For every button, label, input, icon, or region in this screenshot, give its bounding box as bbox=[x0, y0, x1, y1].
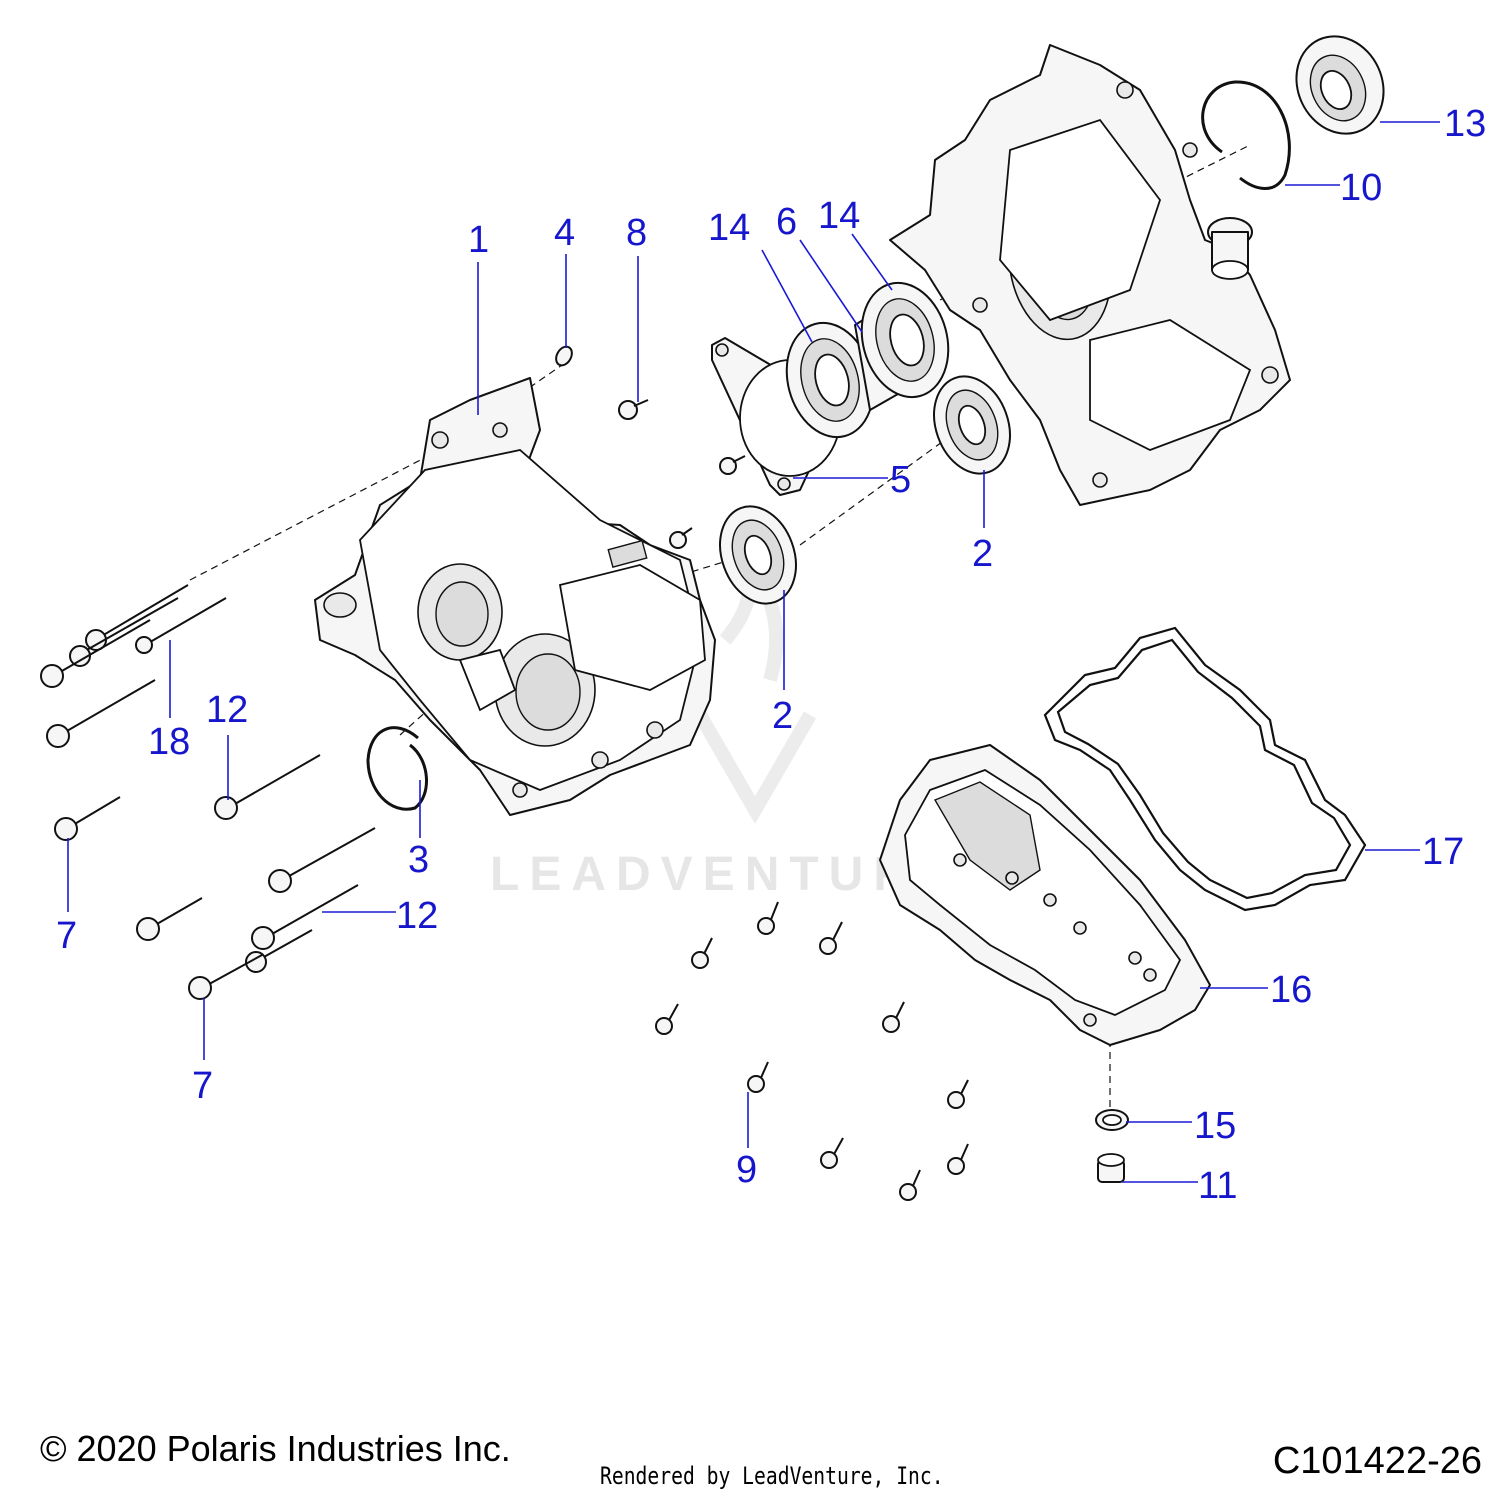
callout-2-upper: 2 bbox=[972, 533, 993, 575]
crankcase-left-half bbox=[314, 377, 716, 816]
oil-pan bbox=[879, 744, 1211, 1046]
figure-id: C101422-26 bbox=[1272, 1440, 1482, 1482]
bearing-assembly bbox=[785, 281, 950, 439]
rendered-by-credit: Rendered by LeadVenture, Inc. bbox=[600, 1462, 944, 1490]
callout-17: 17 bbox=[1422, 831, 1464, 873]
callout-7-upper: 7 bbox=[56, 915, 77, 957]
crankcase-right-half bbox=[889, 44, 1291, 506]
ball-bearing-upper bbox=[933, 375, 1011, 475]
callout-16: 16 bbox=[1270, 969, 1312, 1011]
callout-labels: 1 4 8 14 6 14 13 10 5 2 2 18 12 3 7 12 7… bbox=[56, 103, 1486, 1207]
pan-bolt bbox=[947, 1143, 969, 1175]
stud-part-18 bbox=[135, 597, 227, 654]
snap-ring-upper bbox=[1201, 80, 1291, 190]
callout-14-right: 14 bbox=[818, 195, 860, 237]
callout-13: 13 bbox=[1444, 103, 1486, 145]
watermark-logo: LEADVENTURE bbox=[490, 555, 960, 901]
bolt-part-7 bbox=[54, 796, 121, 841]
oil-seal bbox=[1295, 35, 1385, 135]
callout-14-left: 14 bbox=[708, 207, 750, 249]
ball-bearing-lower bbox=[719, 505, 797, 605]
callout-15: 15 bbox=[1194, 1105, 1236, 1147]
callout-4: 4 bbox=[554, 212, 575, 254]
leader-lines bbox=[67, 121, 1440, 1183]
callout-9: 9 bbox=[736, 1149, 757, 1191]
bolt bbox=[46, 679, 156, 748]
bolt-part-7 bbox=[188, 954, 263, 1000]
screws-part-8 bbox=[618, 399, 746, 549]
dowel-pin bbox=[555, 345, 573, 367]
callout-1: 1 bbox=[468, 219, 489, 261]
bearing-retainer-plate bbox=[711, 337, 841, 496]
drain-plug bbox=[1097, 1153, 1125, 1183]
pan-bolt bbox=[757, 901, 779, 935]
long-bolt bbox=[40, 619, 151, 688]
bolt-part-12 bbox=[251, 884, 359, 950]
callout-18: 18 bbox=[148, 721, 190, 763]
long-bolt bbox=[69, 597, 179, 667]
callout-12-upper: 12 bbox=[206, 689, 248, 731]
oil-pan-gasket bbox=[1043, 626, 1367, 912]
callout-12-lower: 12 bbox=[396, 895, 438, 937]
bolts-left bbox=[40, 584, 376, 1000]
callout-2-lower: 2 bbox=[772, 695, 793, 737]
bolt bbox=[136, 897, 203, 941]
callout-6: 6 bbox=[776, 201, 797, 243]
callout-5: 5 bbox=[890, 459, 911, 501]
pan-bolt bbox=[820, 1137, 844, 1169]
callout-11: 11 bbox=[1198, 1165, 1237, 1207]
drain-washer bbox=[1095, 1109, 1129, 1131]
pan-bolt bbox=[691, 937, 713, 969]
watermark-text: LEADVENTURE bbox=[490, 848, 960, 901]
snap-ring-lower bbox=[366, 726, 428, 811]
pan-bolt bbox=[747, 1061, 769, 1093]
bolt-part-12 bbox=[214, 754, 321, 820]
bolt bbox=[245, 929, 313, 973]
callout-8: 8 bbox=[626, 212, 647, 254]
copyright-notice: © 2020 Polaris Industries Inc. bbox=[40, 1428, 511, 1469]
callout-7-lower: 7 bbox=[192, 1065, 213, 1107]
callout-3: 3 bbox=[408, 839, 429, 881]
oil-pan-bolts bbox=[655, 901, 969, 1201]
pan-bolt bbox=[947, 1079, 969, 1109]
pan-bolt bbox=[899, 1169, 921, 1201]
pan-bolt bbox=[819, 921, 843, 955]
callout-10: 10 bbox=[1340, 167, 1382, 209]
pan-bolt bbox=[882, 1001, 905, 1033]
pan-bolt bbox=[655, 1003, 679, 1035]
bolt bbox=[268, 827, 376, 893]
